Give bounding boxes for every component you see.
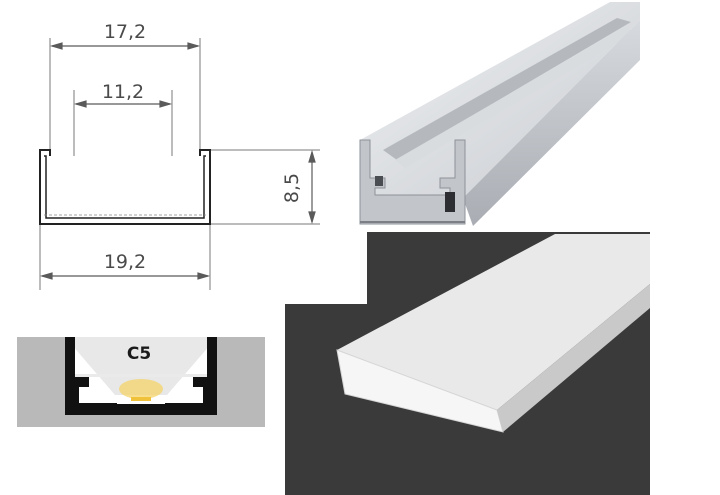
installation-illustration: C5 xyxy=(17,337,265,427)
dimension-height: 8,5 xyxy=(281,173,303,203)
dimension-top-outer: 17,2 xyxy=(104,21,146,43)
aluminium-profile-render xyxy=(359,2,640,226)
dimension-bottom: 19,2 xyxy=(104,251,146,273)
dimension-lines xyxy=(39,42,316,280)
led-glow xyxy=(119,379,163,399)
diffuser-cover-render xyxy=(285,232,650,495)
cross-section-drawing: 17,2 11,2 19,2 8,5 xyxy=(39,21,320,290)
dimension-inner: 11,2 xyxy=(102,81,144,103)
led-chip xyxy=(131,397,151,401)
installed-profile xyxy=(65,337,217,415)
installation-label: C5 xyxy=(127,344,151,364)
